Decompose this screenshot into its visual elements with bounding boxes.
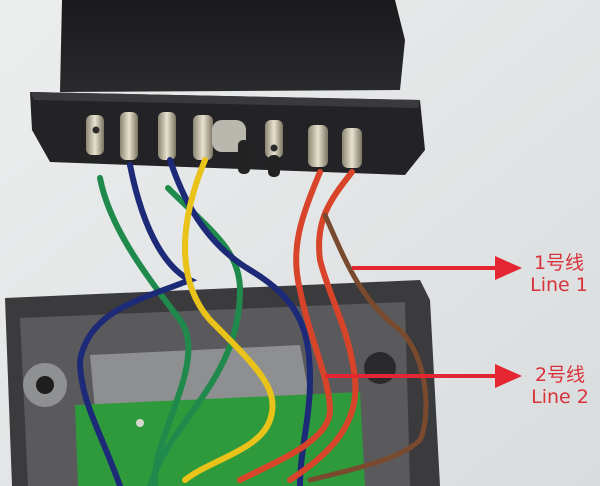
pcb-board: [75, 392, 365, 486]
line1-label: 1号线 Line 1: [524, 252, 594, 296]
housing: [5, 280, 440, 486]
line1-label-cn: 1号线: [533, 252, 585, 274]
line1-label-en: Line 1: [530, 274, 588, 296]
wires: [76, 157, 429, 486]
connector-pins: [86, 112, 362, 177]
line1-arrow: [352, 256, 522, 280]
annotation-arrows: [325, 256, 522, 388]
line2-label-en: Line 2: [531, 386, 589, 408]
obd-connector: [30, 0, 425, 177]
line2-label-cn: 2号线: [534, 364, 586, 386]
line2-label: 2号线 Line 2: [524, 364, 596, 408]
line2-arrow: [325, 364, 522, 388]
